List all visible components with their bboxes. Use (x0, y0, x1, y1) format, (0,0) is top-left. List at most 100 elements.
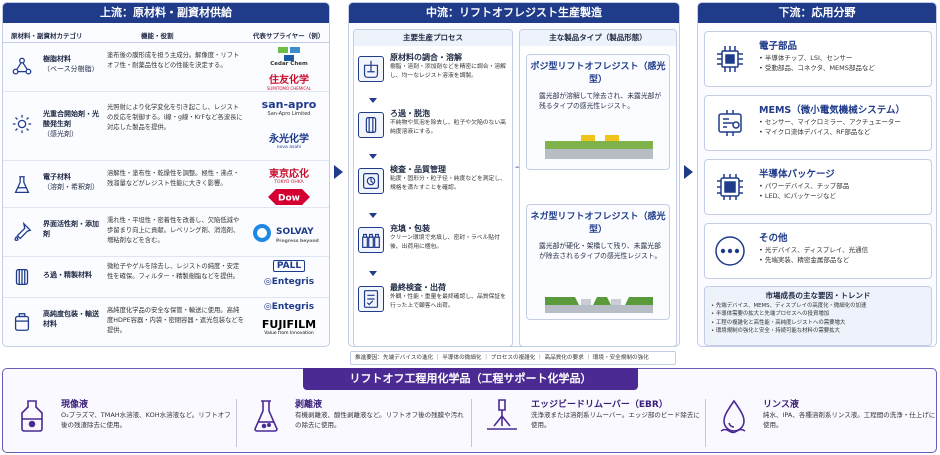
divider (705, 399, 706, 447)
stripper-beaker-icon (254, 400, 278, 432)
downstream-panel: 下流：応用分野 電子部品 半導体チップ、LSI、センサー受動部品、コネクタ、ME… (697, 2, 937, 347)
material-row: 樹脂材料（ベース分樹脂） 塗布後の膜形成を担う主成分。解像度・リフトオフ性・耐薬… (3, 44, 329, 92)
negative-resist-cross-section (545, 297, 653, 313)
mixing-tank-icon (358, 56, 384, 82)
process-step: ろ過・脱泡 不純物や気泡を除去し、粒子や欠陥のない高純度溶液にする。 (358, 108, 508, 158)
hdpe-container-icon (14, 313, 30, 331)
divider (236, 399, 237, 447)
material-name: 電子材料 (43, 173, 71, 181)
chemical-item: 現像液 O₂プラズマ、TMAH水溶液、KOH水溶液など。リフトオフ後の残渣除去に… (9, 395, 234, 451)
material-desc: 高純度化学品の安全な保管・輸送に使用。高純度HDPE容器・内袋・密閉容器・遮光包… (107, 307, 245, 334)
trend-item: 工程の複雑化と高性能・高純度レジストへの需要増大 (711, 319, 931, 327)
entegris-logo: ◎Entegris (263, 277, 315, 287)
positive-resist-cross-section (545, 135, 653, 159)
process-chemicals-title: リフトオフ工程用化学品（工程サポート化学品） (303, 368, 638, 390)
process-step: 充填・包装 クリーン環境で充填し、密封・ラベル貼付後、出荷用に梱包。 (358, 223, 508, 273)
inspection-icon (358, 168, 384, 194)
svg-text:SOLVAY: SOLVAY (276, 227, 314, 237)
material-row: 高純度包装・輸送材料 高純度化学品の安全な保管・輸送に使用。高純度HDPE容器・… (3, 299, 329, 347)
arrow-glyph: → (515, 163, 523, 173)
process-arrow (369, 271, 377, 276)
material-name: 界面活性剤・添加剤 (43, 220, 99, 238)
chemical-item: リンス液 純水、IPA、各種溶剤系リンス液。工程間の洗浄・仕上げに使用。 (711, 395, 936, 451)
type-head: 主な製品タイプ（製品形態） (520, 30, 676, 46)
market-trend-box: 市場成長の主な要因・トレンド 先端デバイス、MEMS、ディスプレイの高度化・微細… (704, 286, 932, 346)
others-dots-icon (715, 236, 745, 266)
upstream-column-header: 原材料・副資材カテゴリ 機能・役割 代表サプライヤー（例） (3, 25, 329, 43)
flow-arrow-mid-to-down (684, 165, 693, 179)
process-step: 原材料の調合・溶解 樹脂・溶剤・添加剤などを精密に調合・溶解し、均一なレジスト溶… (358, 52, 508, 102)
material-desc: 溶解性・塗布性・乾燥性を調整。極性・沸点・残溜量などがレジスト性能に大きく影響。 (107, 170, 240, 187)
material-row: 界面活性剤・添加剤 濡れ性・平坦性・密着性を改善し、欠陥低減や歩留まり向上に貢献… (3, 209, 329, 257)
material-desc: 光照射により化学変化を引き起こし、レジストの反応を制御する。i線・g線・KrFな… (107, 104, 243, 131)
midstream-title: 中流：リフトオフレジスト生産製造 (349, 3, 679, 23)
developer-bottle-icon (21, 400, 43, 432)
sumitomo-logo: 住友化学 SUMITOMO CHEMICAL (266, 75, 312, 91)
application-card: MEMS（微小電気機械システム） センサー、マイクロミラー、アクチュエーターマイ… (704, 95, 932, 151)
mems-icon (718, 110, 742, 136)
rinse-drop-icon (720, 399, 746, 434)
material-name: 樹脂材料 (43, 55, 71, 63)
process-step: 最終検査・出荷 外観・性能・重量を最終確認し、品質保証を行った上で顧客へ出荷。 (358, 282, 508, 332)
process-chemicals-panel: リフトオフ工程用化学品（工程サポート化学品） 現像液 O₂プラズマ、TMAH水溶… (2, 368, 937, 453)
flow-arrow-up-to-mid (334, 165, 343, 179)
material-name: ろ過・精製材料 (43, 271, 92, 279)
cedar-chem-logo: Cedar Chem (250, 47, 328, 69)
supplier-logos: Cedar Chem 住友化学 SUMITOMO CHEMICAL (250, 47, 328, 91)
midstream-panel: 中流：リフトオフレジスト生産製造 主要生産プロセス 原材料の調合・溶解 樹脂・溶… (348, 2, 680, 347)
material-sub: （溶剤・希釈剤） (43, 183, 99, 191)
surfactant-dropper-icon (14, 221, 32, 241)
san-apro-logo: san-apro San-Apro Limited (261, 98, 317, 117)
material-name: 高純度包装・輸送材料 (43, 310, 99, 328)
filling-bottles-icon (358, 227, 384, 253)
chemical-item: 剥離液 有機剥離液、酸性剥離液など。リフトオフ後の残膜や汚れの除去に使用。 (243, 395, 468, 451)
positive-resist-card: ポジ型リフトオフレジスト（感光型） 露光部が溶解して除去され、未露光部が残るタイ… (526, 54, 670, 170)
chemical-item: エッジビードリムーバー（EBR） 洗浄液または溶剤系リムーバー。エッジ部のビード… (479, 395, 704, 451)
material-sub: （ベース分樹脂） (43, 65, 99, 73)
supplier-logos: ◎Entegris FUJIFILM Value from Innovation (250, 302, 328, 344)
application-card: 電子部品 半導体チップ、LSI、センサー受動部品、コネクタ、MEMS部品など (704, 31, 932, 87)
divider (471, 399, 472, 447)
process-arrow (369, 154, 377, 159)
process-arrow (369, 213, 377, 218)
package-icon (717, 174, 743, 200)
process-panel: 主要生産プロセス 原材料の調合・溶解 樹脂・溶剤・添加剤などを精密に調合・溶解し… (353, 29, 513, 347)
col-supplier: 代表サプライヤー（例） (253, 32, 325, 40)
material-name: 光重合開始剤・光酸発生剤 (43, 110, 99, 128)
edge-bead-nozzle-icon (487, 399, 517, 430)
resin-molecule-icon (12, 57, 32, 75)
trend-title: 市場成長の主な要因・トレンド (765, 291, 871, 300)
chip-icon (717, 46, 743, 72)
material-row: 光重合開始剤・光酸発生剤 （感光剤） 光照射により化学変化を引き起こし、レジストの… (3, 93, 329, 161)
material-sub: （感光剤） (43, 130, 78, 138)
downstream-title: 下流：応用分野 (698, 3, 936, 23)
material-row: 電子材料 （溶剤・希釈剤） 溶解性・塗布性・乾燥性を調整。極性・沸点・残溜量などが… (3, 162, 329, 208)
application-card: 半導体パッケージ パワーデバイス、チップ部品LED、ICパッケージなど (704, 159, 932, 215)
fujifilm-logo: FUJIFILM Value from Innovation (261, 318, 317, 336)
trend-item: 先端デバイス、MEMS、ディスプレイの高度化・微細化の加速 (711, 302, 931, 310)
application-card: その他 光デバイス、ディスプレイ、光通信先端実装、精密金属部品など (704, 223, 932, 279)
upstream-title: 上流：原材料・副資材供給 (3, 3, 329, 23)
negative-resist-card: ネガ型リフトオフレジスト（感光型） 露光部が硬化・架橋して残り、未露光部が除去さ… (526, 204, 670, 320)
drivers-note: 推進要因：先端デバイスの進化 ｜ 半導体の微細化 ｜ プロセスの複雑化 ｜ 高品… (350, 351, 676, 365)
tokyo-ohka-logo: 東京応化 TOKYO OHKA (269, 169, 309, 185)
supplier-logos: 東京応化 TOKYO OHKA Dow (250, 165, 328, 207)
svg-text:Dow: Dow (278, 194, 300, 204)
type-desc: 露光部が硬化・架橋して残り、未露光部が除去されるタイプの感光性レジスト。 (539, 242, 662, 260)
entegris-logo: ◎Entegris (263, 302, 315, 312)
nova-asahi-logo: 永光化学 nova asahi (269, 134, 309, 150)
svg-text:Progress beyond: Progress beyond (276, 238, 319, 244)
pall-logo: PALL (250, 260, 328, 272)
final-check-icon (358, 286, 384, 312)
type-desc: 露光部が溶解して除去され、未露光部が残るタイプの感光性レジスト。 (539, 92, 662, 110)
col-function: 機能・役割 (141, 32, 174, 40)
trend-item: 半導体需要の拡大と先端プロセスへの投資増加 (711, 310, 931, 318)
process-head: 主要生産プロセス (354, 30, 512, 46)
filter-cartridge-icon (15, 269, 29, 285)
material-row: ろ過・精製材料 微粒子やゲルを除去し、レジストの純度・安定性を確保。フィルター・… (3, 258, 329, 298)
trend-item: 環境規制の強化と安全・持続可能な材料の需要拡大 (711, 327, 931, 335)
supplier-logos: PALL ◎Entegris (250, 260, 328, 303)
process-step: 検査・品質管理 粘度・固形分・粒子径・純度などを測定し、規格を満たすことを確認。 (358, 164, 508, 214)
